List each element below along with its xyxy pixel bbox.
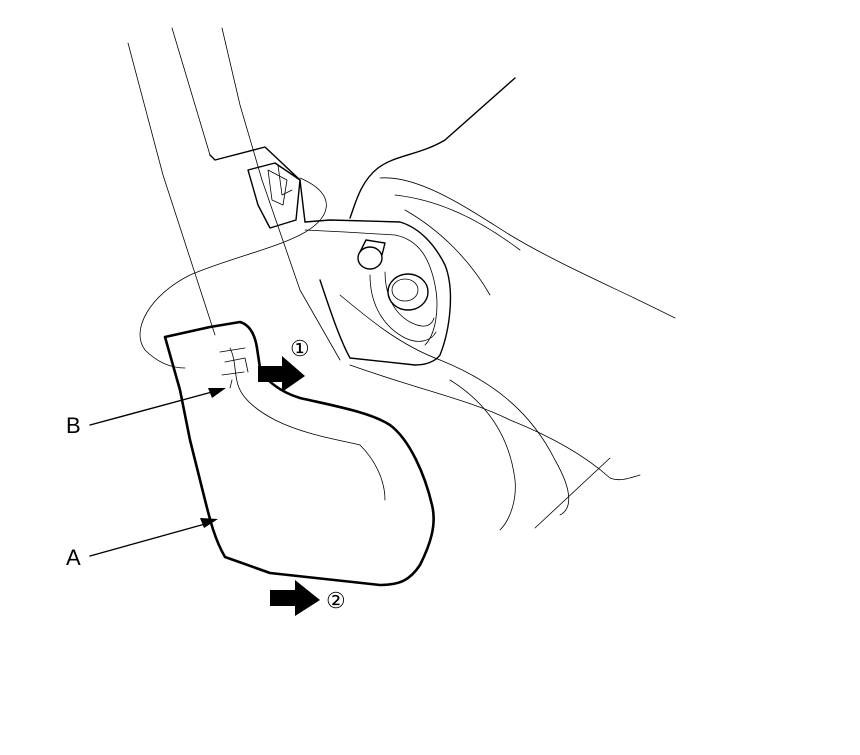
- arrow-step-2: [270, 580, 320, 616]
- anchor-plate: [304, 219, 452, 366]
- pillar-trim: [127, 27, 341, 361]
- callout-label-b: B: [66, 413, 81, 438]
- magnification-outline: [139, 177, 327, 369]
- anchor-bolt: [387, 273, 429, 311]
- step-2-number: ②: [326, 589, 346, 614]
- upper-clip: [247, 162, 301, 229]
- seat-bolster: [339, 77, 676, 531]
- step-1-number: ①: [290, 337, 310, 362]
- leader-b: [89, 388, 226, 426]
- callout-label-a: A: [66, 545, 81, 570]
- clip-b: [219, 347, 386, 501]
- stud: [357, 239, 386, 270]
- leader-a: [89, 518, 218, 557]
- arrow-step-1: [258, 356, 305, 392]
